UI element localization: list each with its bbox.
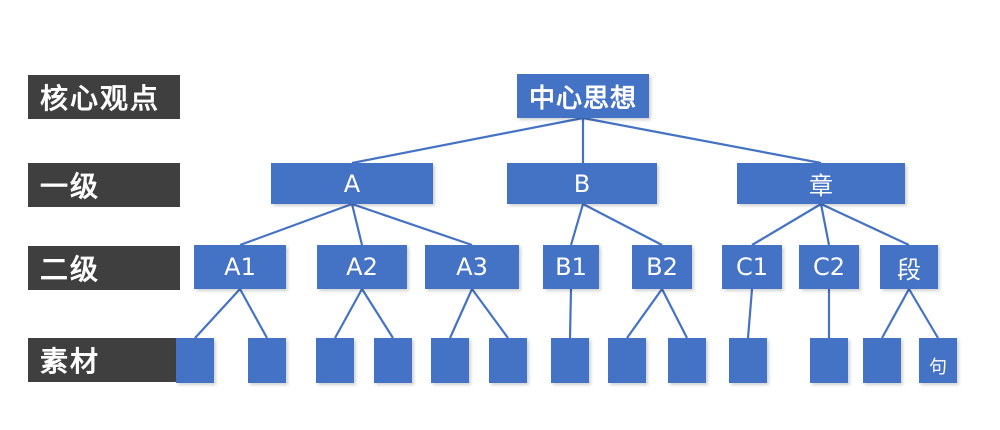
link-para-sentence [908, 288, 939, 339]
material-box-sentence: 句 [919, 338, 957, 383]
link-b2-m1 [626, 288, 663, 339]
level-label-material: 素材 [28, 338, 180, 382]
link-b1-m1 [568, 288, 573, 339]
root-node: 中心思想 [517, 74, 649, 118]
material-box [431, 338, 469, 383]
link-b2-m2 [661, 288, 688, 339]
link-a3-m1 [448, 288, 474, 339]
level1-node-a: A [271, 163, 433, 204]
link-a1-m2 [239, 288, 268, 339]
level-label-core: 核心观点 [28, 75, 180, 119]
material-box [810, 338, 848, 383]
link-a-a2 [350, 203, 364, 246]
material-box [863, 338, 901, 383]
level2-node-b2: B2 [632, 245, 692, 289]
link-a-a3 [351, 202, 473, 247]
material-box [176, 338, 214, 383]
material-box [608, 338, 646, 383]
material-box [374, 338, 412, 383]
material-box [489, 338, 527, 383]
material-box [248, 338, 286, 383]
link-root-a [351, 116, 584, 165]
level2-node-a2: A2 [317, 245, 407, 289]
link-b-b2 [582, 203, 663, 246]
level2-node-paragraph: 段 [880, 245, 938, 289]
material-box [316, 338, 354, 383]
link-c-para [820, 203, 910, 246]
link-c-c2 [819, 203, 831, 246]
level1-node-b: B [507, 163, 657, 204]
link-a2-m1 [334, 288, 363, 339]
link-c-c1 [751, 203, 822, 246]
link-a1-m1 [194, 288, 241, 339]
link-para-m1 [881, 288, 910, 339]
link-a3-m2 [471, 288, 509, 339]
material-box [551, 338, 589, 383]
material-box [668, 338, 706, 383]
level2-node-a1: A1 [194, 245, 286, 289]
level2-node-c2: C2 [799, 245, 859, 289]
level-label-first: 一级 [28, 163, 180, 207]
level2-node-a3: A3 [425, 245, 519, 289]
level1-node-chapter: 章 [737, 163, 905, 204]
level-label-second: 二级 [28, 246, 180, 290]
link-c1-m1 [746, 288, 754, 339]
link-a2-m2 [361, 288, 394, 339]
level2-node-c1: C1 [722, 245, 782, 289]
link-root-c [582, 116, 822, 165]
link-a-a1 [239, 202, 353, 247]
level2-node-b1: B1 [543, 245, 599, 289]
link-b-b1 [569, 203, 585, 246]
material-box [729, 338, 767, 383]
